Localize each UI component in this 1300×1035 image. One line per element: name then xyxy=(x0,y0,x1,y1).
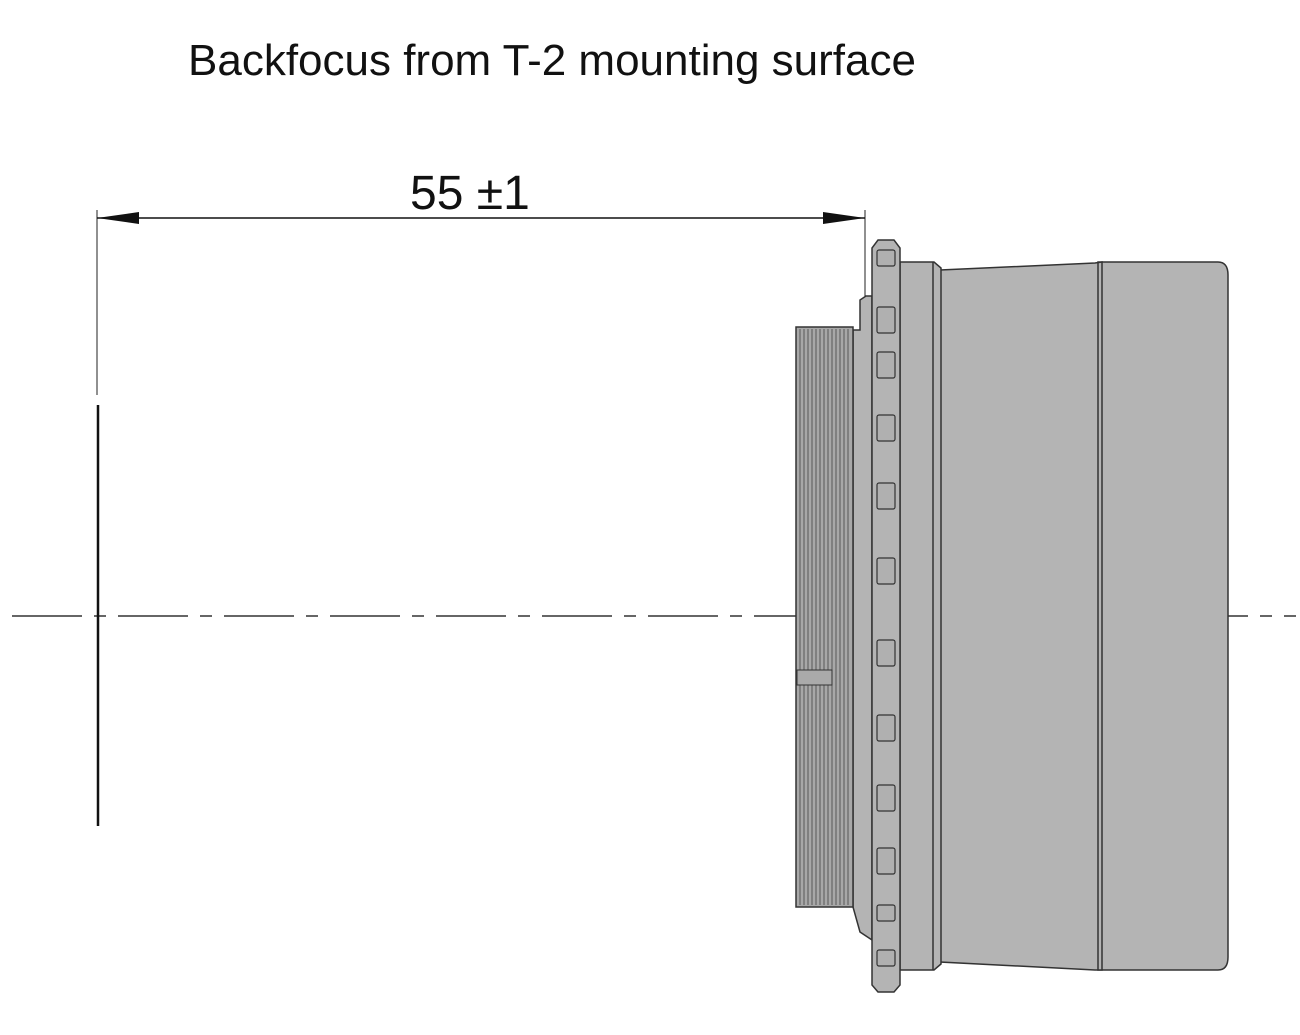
dimension-label: 55 ±1 xyxy=(410,167,530,220)
flange xyxy=(899,261,942,971)
knurl-tooth xyxy=(876,482,896,510)
step-collar xyxy=(852,295,873,942)
knurl-tooth xyxy=(876,847,896,875)
t2-thread xyxy=(795,326,854,908)
knurl-tooth xyxy=(876,557,896,585)
knurl-tooth xyxy=(876,949,896,967)
knurl-tooth xyxy=(876,904,896,922)
knurl-tooth xyxy=(876,351,896,379)
diagram-title: Backfocus from T-2 mounting surface xyxy=(188,36,916,85)
knurl-tooth xyxy=(876,784,896,812)
knurl-tooth xyxy=(876,414,896,442)
knurl-tooth xyxy=(876,306,896,334)
knurl-tooth xyxy=(876,714,896,742)
set-screw xyxy=(796,669,833,686)
t2-adapter xyxy=(795,239,1229,993)
main-tube xyxy=(939,261,1103,971)
knurl-tooth xyxy=(876,249,896,267)
rear-tube xyxy=(1097,261,1229,971)
knurl-tooth xyxy=(876,639,896,667)
